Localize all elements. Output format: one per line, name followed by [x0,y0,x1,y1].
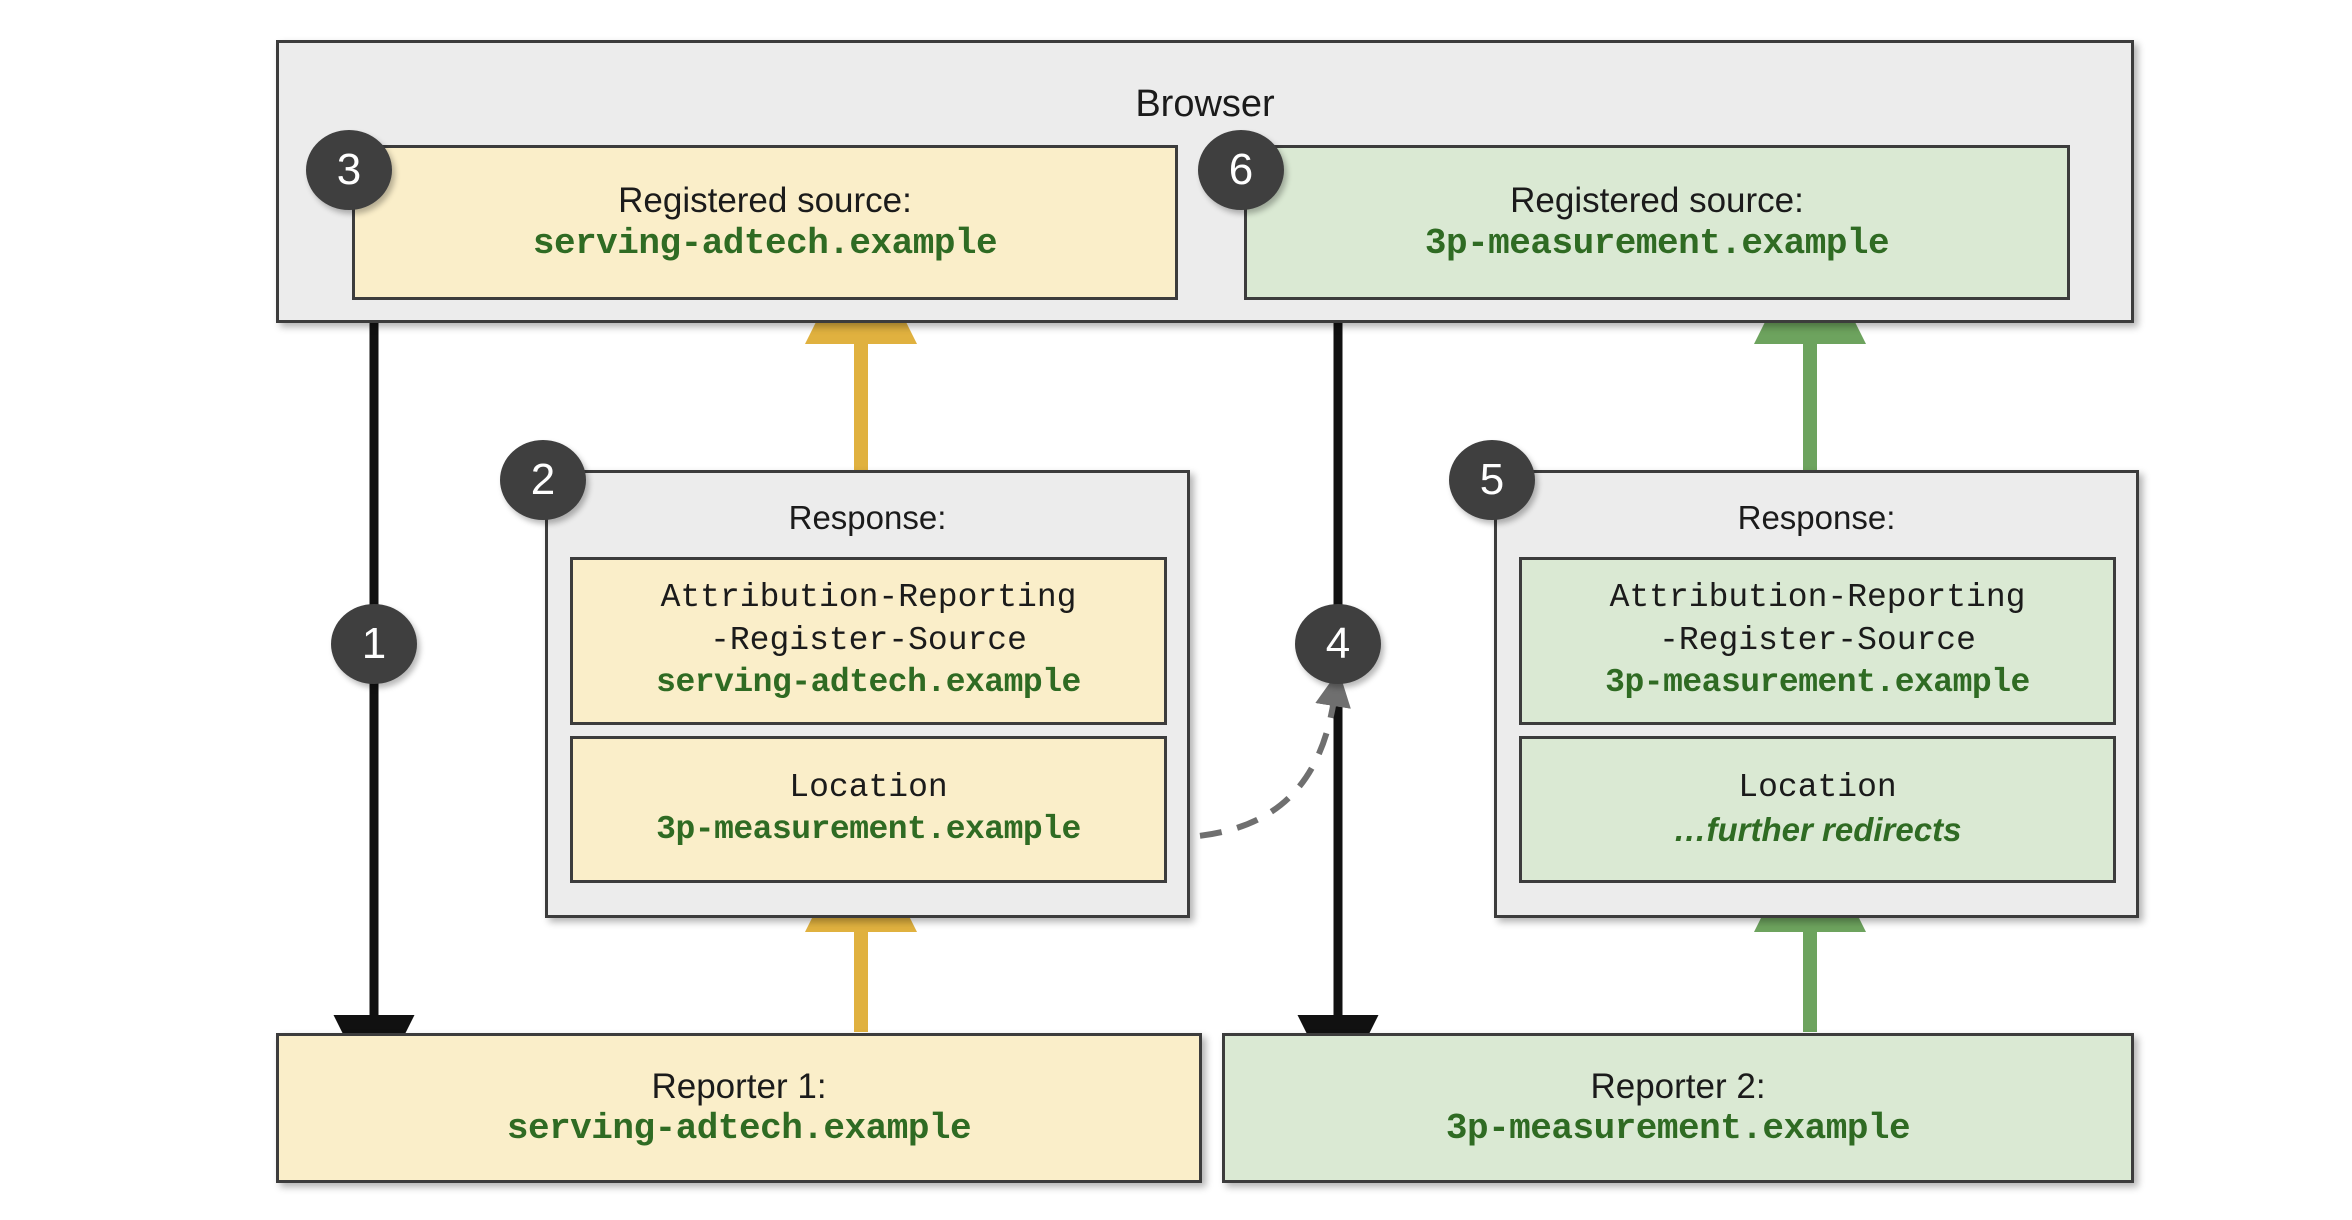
header-value-location-2: …further redirects [1673,811,1962,849]
registered-source-title-2: Registered source: [1510,181,1804,221]
reporter-title-2: Reporter 2: [1590,1066,1766,1106]
reporter-domain-2: 3p-measurement.example [1445,1108,1911,1150]
response-card-1: Response: Attribution-Reporting -Registe… [545,470,1190,918]
header-name-register-source-2: Attribution-Reporting -Register-Source [1609,579,2026,659]
header-block-location-2: Location …further redirects [1519,736,2116,883]
header-name-register-source-1: Attribution-Reporting -Register-Source [660,579,1077,659]
response-card-2: Response: Attribution-Reporting -Registe… [1494,470,2139,918]
header-name-location-1: Location [789,768,948,806]
step-badge-2: 2 [500,440,586,520]
header-name-location-2: Location [1738,768,1897,806]
reporter-title-1: Reporter 1: [651,1066,827,1106]
reporter-card-2: Reporter 2: 3p-measurement.example [1222,1033,2134,1183]
header-block-register-source-2: Attribution-Reporting -Register-Source 3… [1519,557,2116,725]
registered-source-card-2: Registered source: 3p-measurement.exampl… [1244,145,2070,300]
response-label-1: Response: [788,499,947,536]
step-badge-4: 4 [1295,604,1381,684]
response-label-2: Response: [1737,499,1896,536]
registered-source-domain-1: serving-adtech.example [532,222,998,264]
header-value-register-source-1: serving-adtech.example [656,663,1081,701]
header-block-location-1: Location 3p-measurement.example [570,736,1167,883]
registered-source-title-1: Registered source: [618,181,912,221]
registered-source-card-1: Registered source: serving-adtech.exampl… [352,145,1178,300]
step-badge-1: 1 [331,604,417,684]
reporter-domain-1: serving-adtech.example [506,1108,972,1150]
header-value-register-source-2: 3p-measurement.example [1605,663,2030,701]
registered-source-domain-2: 3p-measurement.example [1424,222,1890,264]
reporter-card-1: Reporter 1: serving-adtech.example [276,1033,1202,1183]
step-badge-3: 3 [306,130,392,210]
browser-label: Browser [1135,83,1275,125]
step-badge-5: 5 [1449,440,1535,520]
step-badge-6: 6 [1198,130,1284,210]
header-value-location-1: 3p-measurement.example [656,811,1081,849]
header-block-register-source-1: Attribution-Reporting -Register-Source s… [570,557,1167,725]
